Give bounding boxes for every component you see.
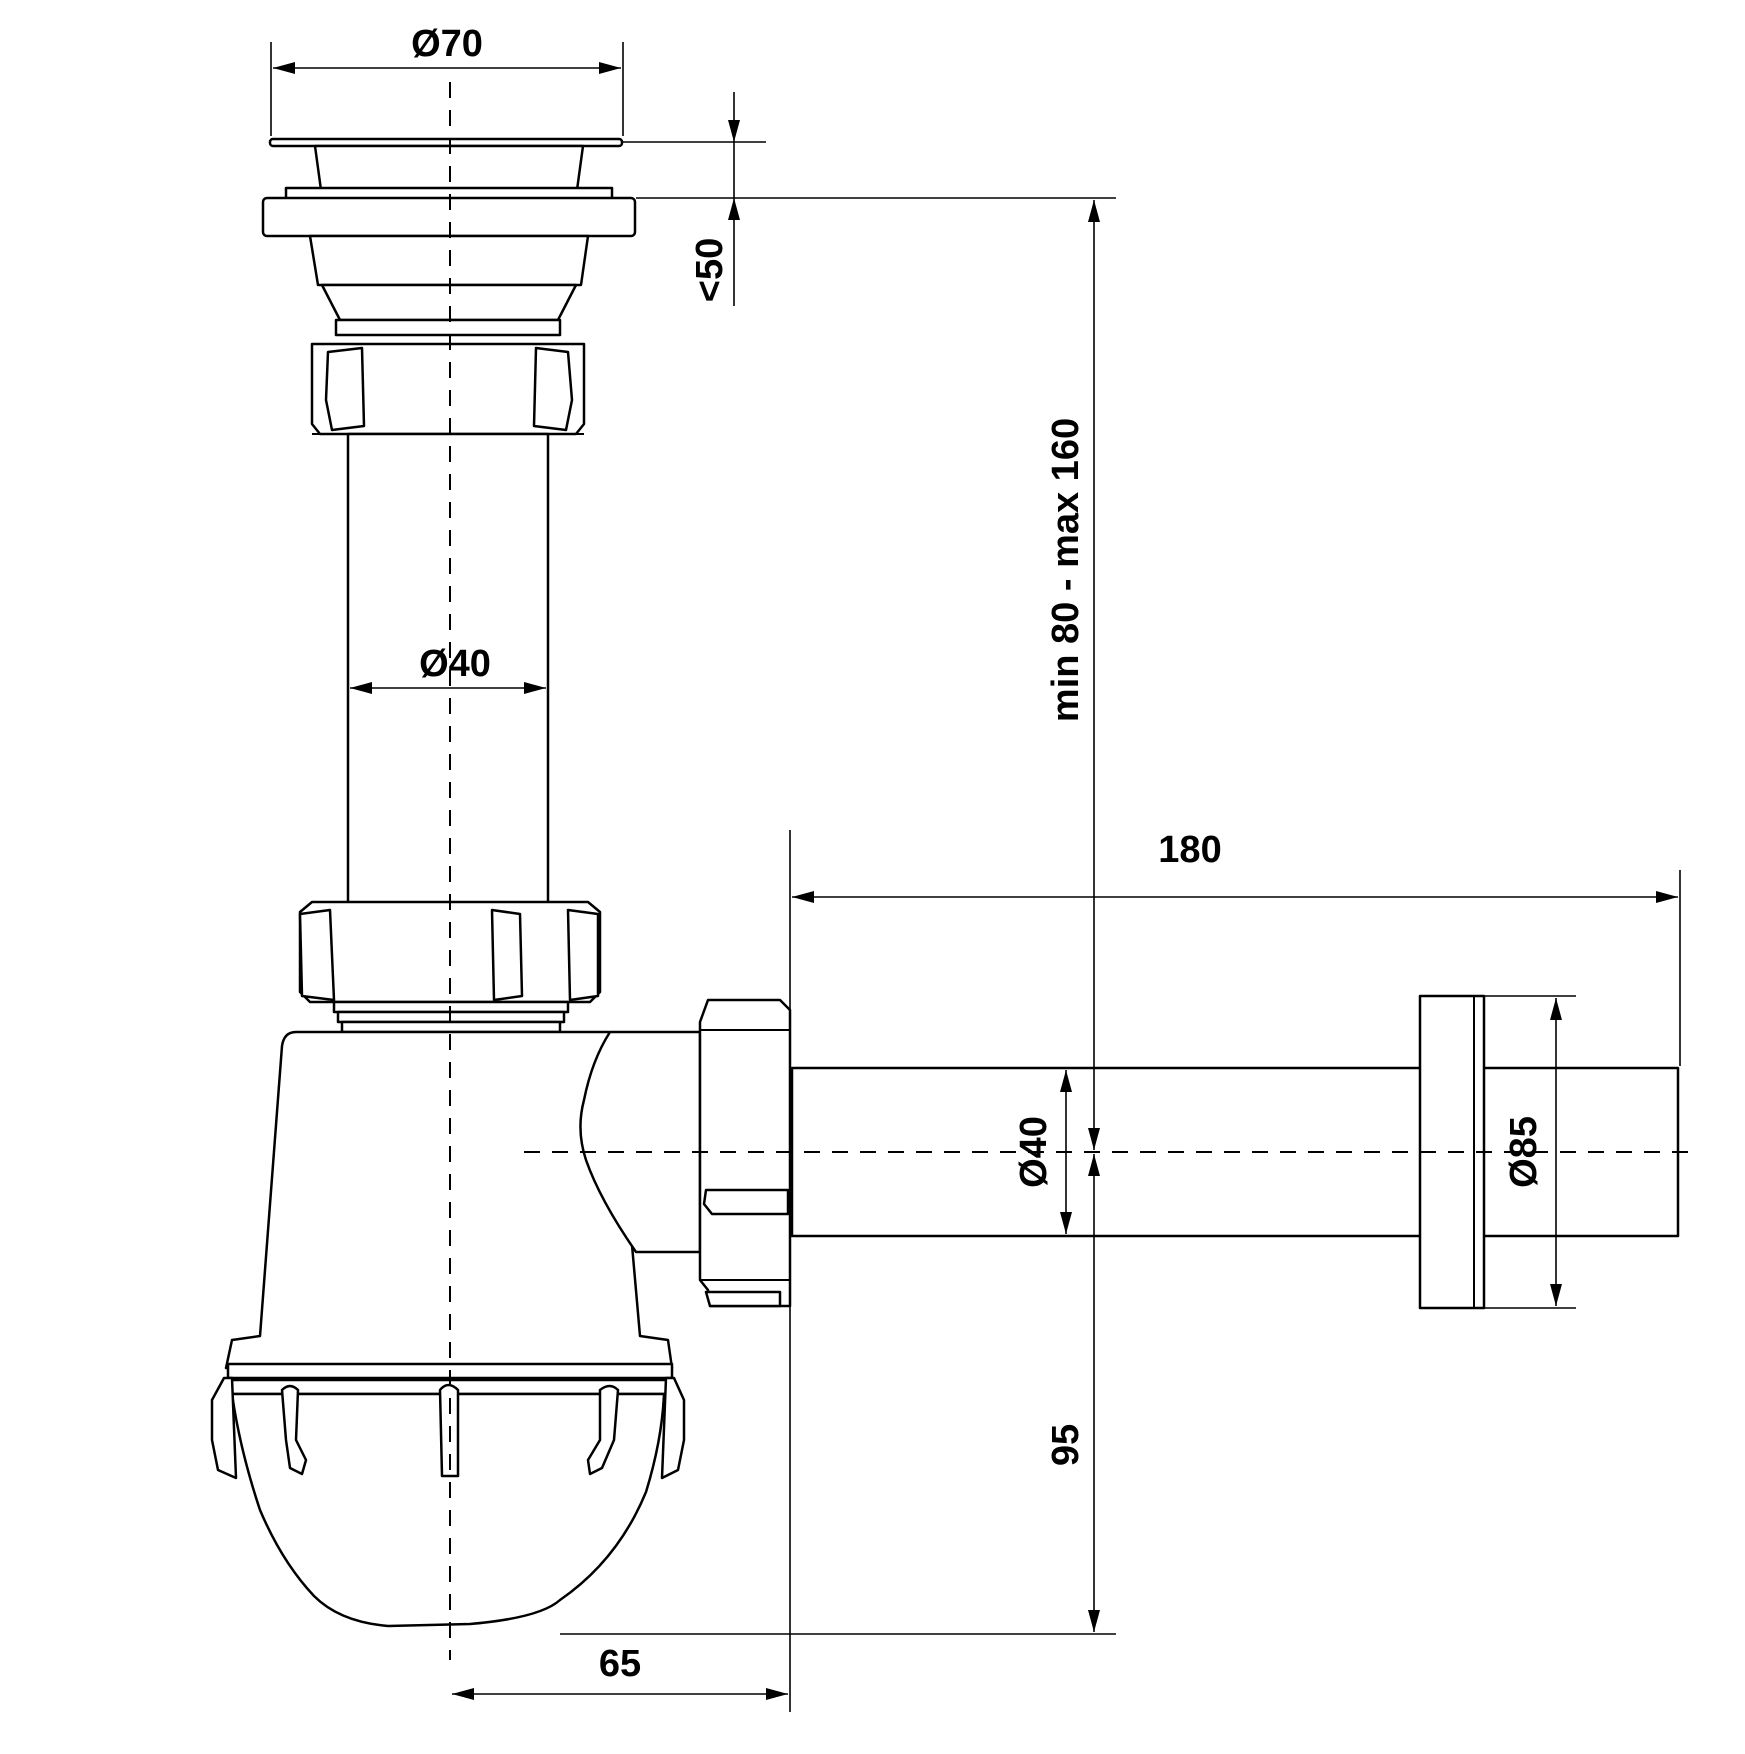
label-trap-offset: 65 (599, 1643, 641, 1685)
label-flange-diameter: Ø70 (411, 23, 483, 65)
dim-outlet-length: 180 (789, 829, 1681, 1712)
siphon-body (224, 1030, 702, 1370)
dim-flange-diameter: Ø70 (270, 23, 624, 136)
top-nut (310, 342, 586, 436)
dim-tube-diameter: Ø40 (350, 643, 546, 694)
label-height-range: min 80 - max 160 (1045, 418, 1087, 722)
label-rosette-diameter: Ø85 (1503, 1116, 1545, 1188)
dim-sink-thickness: <50 (622, 92, 1116, 306)
label-outlet-diameter: Ø40 (1013, 1116, 1055, 1188)
outlet-nut (698, 998, 792, 1308)
bottom-cup (210, 1362, 686, 1628)
vertical-tube (346, 432, 550, 912)
label-sink-thickness: <50 (689, 238, 731, 302)
dim-trap-offset: 65 (452, 1643, 788, 1700)
label-outlet-length: 180 (1158, 829, 1221, 871)
dim-rosette-diameter: Ø85 (1474, 995, 1576, 1309)
label-outlet-height: 95 (1045, 1424, 1087, 1466)
center-lines (449, 82, 1690, 1660)
dim-height-range: min 80 - max 160 (1045, 200, 1100, 1150)
dim-outlet-height: 95 (560, 1154, 1116, 1635)
label-tube-diameter: Ø40 (419, 643, 491, 685)
dim-outlet-diameter: Ø40 (1013, 1070, 1072, 1234)
